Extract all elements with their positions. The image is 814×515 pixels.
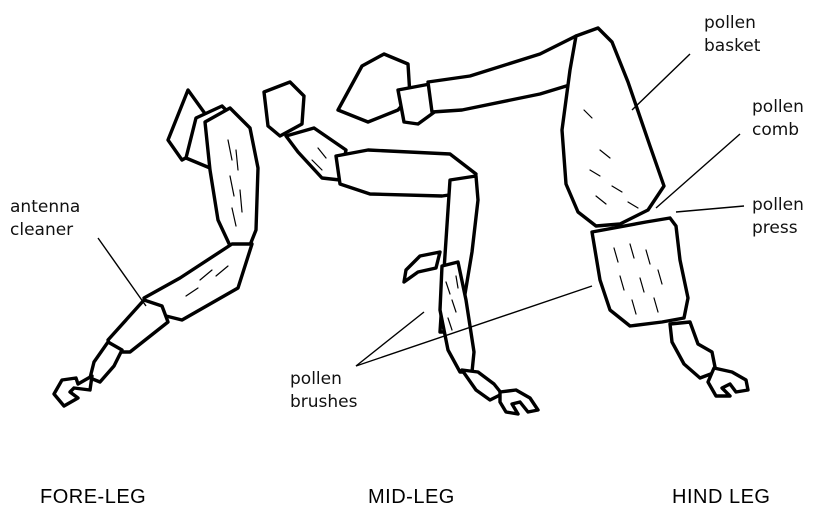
label-pollen-brushes-line1: pollen (290, 368, 358, 391)
mid-leg-drawing (264, 82, 538, 414)
fore-leg-metatarsus (108, 300, 168, 352)
mid-leg-coxa (264, 82, 304, 136)
hind-leg-coxa (338, 54, 410, 122)
label-pollen-comb-line2: comb (752, 119, 804, 142)
label-pollen-comb: pollen comb (752, 96, 804, 142)
fore-leg-femur (205, 108, 258, 250)
label-antenna-cleaner: antenna cleaner (10, 196, 80, 242)
label-antenna-cleaner-line1: antenna (10, 196, 80, 219)
mid-leg-claw (500, 390, 538, 414)
label-pollen-basket-line1: pollen (704, 12, 760, 35)
label-pollen-basket: pollen basket (704, 12, 760, 58)
pointer-pollen-brushes-mid (356, 312, 424, 366)
hind-leg-tarsus (670, 322, 716, 378)
caption-mid-leg: MID-LEG (368, 486, 455, 509)
label-antenna-cleaner-line2: cleaner (10, 219, 80, 242)
hind-leg-metatarsus-pollen-comb (592, 218, 688, 326)
label-pollen-press-line2: press (752, 217, 804, 240)
label-pollen-brushes-line2: brushes (290, 391, 358, 414)
label-pollen-press-line1: pollen (752, 194, 804, 217)
fore-leg-tarsus (90, 342, 122, 382)
pointer-pollen-comb (656, 134, 740, 208)
hind-leg-claw (708, 368, 748, 396)
label-pollen-brushes: pollen brushes (290, 368, 358, 414)
label-pollen-press: pollen press (752, 194, 804, 240)
pointer-pollen-press (676, 206, 744, 212)
caption-fore-leg: FORE-LEG (40, 486, 146, 509)
pointer-pollen-basket (632, 54, 690, 110)
hind-leg-tibia-pollen-basket (562, 28, 664, 226)
mid-leg-spur (404, 252, 440, 282)
mid-leg-tarsus (462, 370, 502, 400)
pointer-antenna-cleaner (98, 238, 146, 306)
fore-leg-claw (54, 376, 92, 406)
label-pollen-basket-line2: basket (704, 35, 760, 58)
caption-hind-leg: HIND LEG (672, 486, 770, 509)
hind-leg-drawing (338, 28, 748, 396)
label-pollen-comb-line1: pollen (752, 96, 804, 119)
fore-leg-drawing (54, 90, 258, 406)
